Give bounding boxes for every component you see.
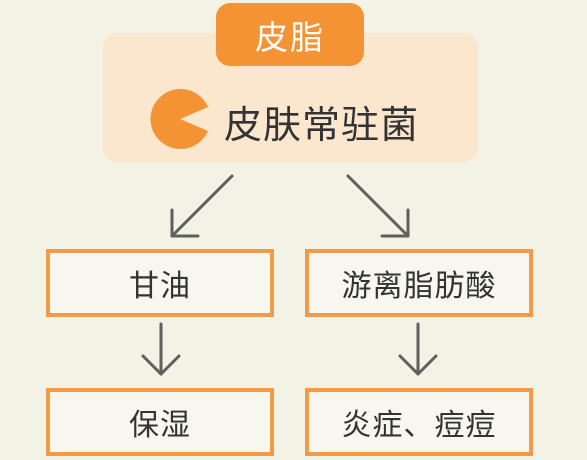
- arrow-down-left-lower: [141, 322, 181, 376]
- inflammation-acne-box: 炎症、痘痘: [305, 388, 533, 456]
- arrow-down-right-lower: [398, 322, 438, 376]
- glycerol-box: 甘油: [46, 249, 274, 317]
- glycerol-label: 甘油: [129, 269, 191, 304]
- sebum-label: 皮脂: [255, 17, 325, 57]
- free-fatty-acid-box: 游离脂肪酸: [305, 249, 533, 317]
- moisturizing-label: 保湿: [129, 408, 191, 443]
- pacman-bacteria-icon: [150, 89, 208, 149]
- free-fatty-acid-label: 游离脂肪酸: [341, 269, 497, 304]
- arrow-down-right: [346, 174, 410, 238]
- inflammation-acne-label: 炎症、痘痘: [341, 408, 497, 443]
- moisturizing-box: 保湿: [46, 388, 274, 456]
- arrow-down-left: [170, 174, 234, 238]
- sebum-tag: 皮脂: [216, 3, 364, 66]
- skin-resident-bacteria-label: 皮肤常驻菌: [224, 102, 420, 147]
